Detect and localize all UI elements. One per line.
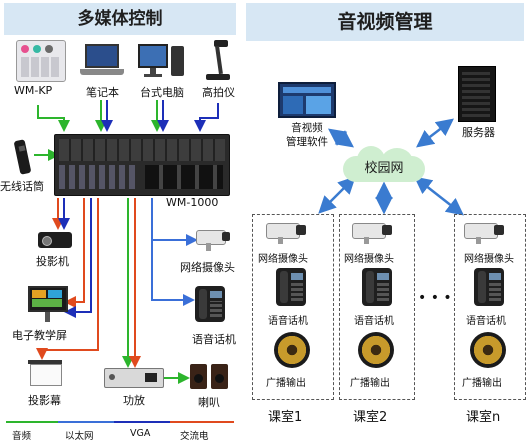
smart-board-image xyxy=(28,286,68,324)
room2-broadcast-label: 广播输出 xyxy=(350,378,390,389)
room1-broadcast-label: 广播输出 xyxy=(266,378,306,389)
document-camera-label: 高拍仪 xyxy=(202,86,235,99)
room2-speaker-image xyxy=(358,332,394,368)
room1-phone-label: 语音话机 xyxy=(268,316,308,327)
roomn-broadcast-label: 广播输出 xyxy=(462,378,502,389)
roomn-camera-image xyxy=(464,220,508,244)
room2-camera-label: 网络摄像头 xyxy=(344,254,394,265)
server-rack-image xyxy=(458,66,496,122)
classroom-2-box xyxy=(339,214,415,400)
legend-audio-label: 音频 xyxy=(12,431,32,442)
classroom-n-box xyxy=(454,214,526,400)
projector-label: 投影机 xyxy=(36,255,69,268)
right-panel-title-bar: 音视频管理 xyxy=(246,3,524,41)
ip-phone-label: 语音话机 xyxy=(192,333,236,346)
classroom-n-title: 课室n xyxy=(466,410,501,425)
wm-kp-keypad-image xyxy=(16,40,66,82)
smart-board-label: 电子教学屏 xyxy=(12,329,67,342)
roomn-camera-label: 网络摄像头 xyxy=(464,254,514,265)
left-panel-title-bar: 多媒体控制 xyxy=(4,3,236,35)
more-rooms-ellipsis: • • • xyxy=(418,290,452,306)
speaker-label: 喇叭 xyxy=(198,396,220,409)
room2-phone-label: 语音话机 xyxy=(354,316,394,327)
campus-network-label: 校园网 xyxy=(364,161,404,176)
room1-phone-image xyxy=(276,268,306,306)
wm-1000-controller-image xyxy=(54,134,230,196)
laptop-image xyxy=(80,44,124,82)
av-software-label: 音视频 管理软件 xyxy=(286,122,328,148)
campus-network-cloud: 校园网 xyxy=(343,146,425,184)
ip-phone-image xyxy=(195,286,225,324)
room2-phone-image xyxy=(362,268,392,306)
av-software-image xyxy=(278,82,336,118)
laptop-label: 笔记本 xyxy=(86,86,119,99)
wm-1000-label: WM-1000 xyxy=(166,196,219,209)
projection-screen-label: 投影幕 xyxy=(28,394,61,407)
classroom-2-title: 课室2 xyxy=(353,410,388,425)
ip-camera-image xyxy=(196,226,232,252)
amplifier-label: 功放 xyxy=(123,394,145,407)
speaker-image xyxy=(190,364,230,390)
room1-speaker-image xyxy=(274,332,310,368)
desktop-pc-label: 台式电脑 xyxy=(140,86,184,99)
room2-camera-image xyxy=(352,220,396,244)
right-panel-title: 音视频管理 xyxy=(337,11,433,33)
document-camera-image xyxy=(204,40,234,84)
roomn-phone-image xyxy=(474,268,504,306)
room1-camera-label: 网络摄像头 xyxy=(258,254,308,265)
projection-screen-image xyxy=(28,360,62,386)
classroom-1-box xyxy=(252,214,334,400)
legend-vga-label: VGA xyxy=(130,428,151,439)
room1-camera-image xyxy=(266,220,310,244)
ip-camera-label: 网络摄像头 xyxy=(180,261,235,274)
legend-ac-label: 交流电 xyxy=(180,431,209,442)
desktop-pc-image xyxy=(138,44,186,82)
roomn-speaker-image xyxy=(470,332,506,368)
legend-ethernet-label: 以太网 xyxy=(65,431,94,442)
left-panel-title: 多媒体控制 xyxy=(77,9,163,29)
wm-kp-label: WM-KP xyxy=(14,84,53,97)
wireless-mic-label: 无线话筒 xyxy=(0,180,44,193)
roomn-phone-label: 语音话机 xyxy=(466,316,506,327)
amplifier-image xyxy=(104,368,164,388)
classroom-1-title: 课室1 xyxy=(268,410,303,425)
server-label: 服务器 xyxy=(462,126,495,139)
projector-image xyxy=(38,230,72,250)
